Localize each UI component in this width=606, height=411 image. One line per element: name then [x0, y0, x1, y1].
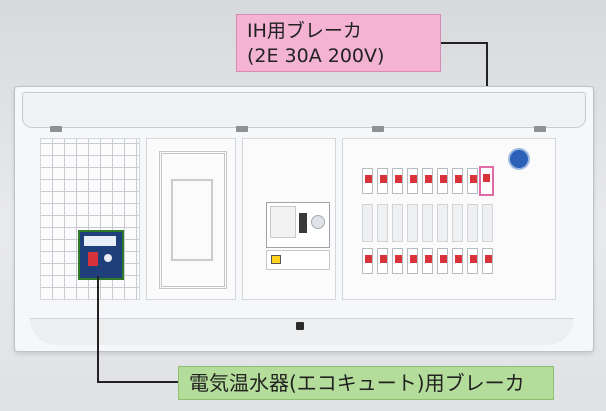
branch-breaker[interactable]: [467, 168, 478, 194]
spare-slot: [467, 204, 478, 242]
water-heater-breaker-callout: 電気温水器(エコキュート)用ブレーカ: [178, 366, 554, 400]
branch-breaker[interactable]: [407, 168, 418, 194]
spare-slot: [392, 204, 403, 242]
branch-breaker[interactable]: [422, 168, 433, 194]
spare-slot: [452, 204, 463, 242]
main-breaker-handle[interactable]: [299, 213, 307, 233]
ih-breaker[interactable]: [479, 166, 494, 196]
rcd-test-button[interactable]: [104, 254, 112, 262]
spare-slot: [482, 204, 493, 242]
water-heater-leader-horizontal: [97, 381, 178, 383]
rcd-handle[interactable]: [88, 252, 98, 266]
blank-knockout-frame: [159, 151, 227, 289]
main-breaker-label: [266, 250, 330, 270]
branch-breaker[interactable]: [482, 248, 493, 274]
water-heater-rcd-breaker[interactable]: [78, 230, 124, 280]
branch-breaker[interactable]: [437, 168, 448, 194]
lid-hinge: [236, 126, 248, 132]
branch-breaker[interactable]: [452, 168, 463, 194]
door-latch[interactable]: [296, 322, 304, 330]
main-breaker-test-button[interactable]: [311, 215, 325, 229]
ih-breaker-callout-spec: (2E 30A 200V): [247, 45, 385, 67]
warning-triangle-icon: [271, 255, 281, 264]
blank-knockout-inner: [171, 179, 213, 261]
round-maker-logo-icon: [508, 148, 530, 170]
branch-breaker[interactable]: [467, 248, 478, 274]
spare-slot: [407, 204, 418, 242]
lid-hinge: [372, 126, 384, 132]
branch-breaker[interactable]: [362, 168, 373, 194]
branch-breaker[interactable]: [392, 168, 403, 194]
main-breaker[interactable]: [266, 202, 330, 248]
branch-breaker[interactable]: [362, 248, 373, 274]
ih-breaker-callout: IH用ブレーカ (2E 30A 200V): [236, 14, 441, 72]
main-breaker-nameplate: [270, 206, 296, 238]
rcd-label-plate: [84, 236, 116, 246]
branch-breaker[interactable]: [377, 168, 388, 194]
branch-breaker[interactable]: [377, 248, 388, 274]
ih-breaker-callout-title: IH用ブレーカ: [247, 20, 362, 42]
spare-slot: [362, 204, 373, 242]
panel-lid[interactable]: [22, 92, 586, 128]
branch-breaker[interactable]: [407, 248, 418, 274]
ih-leader-horizontal: [441, 42, 488, 44]
water-heater-breaker-callout-text: 電気温水器(エコキュート)用ブレーカ: [189, 371, 525, 395]
blank-section: [146, 138, 236, 300]
spare-slot: [422, 204, 433, 242]
lid-hinge: [534, 126, 546, 132]
water-heater-leader-vertical: [97, 276, 99, 382]
branch-breaker[interactable]: [452, 248, 463, 274]
branch-breaker[interactable]: [422, 248, 433, 274]
branch-breaker[interactable]: [437, 248, 448, 274]
lid-hinge: [50, 126, 62, 132]
spare-slot: [377, 204, 388, 242]
branch-breaker[interactable]: [392, 248, 403, 274]
spare-slot: [437, 204, 448, 242]
